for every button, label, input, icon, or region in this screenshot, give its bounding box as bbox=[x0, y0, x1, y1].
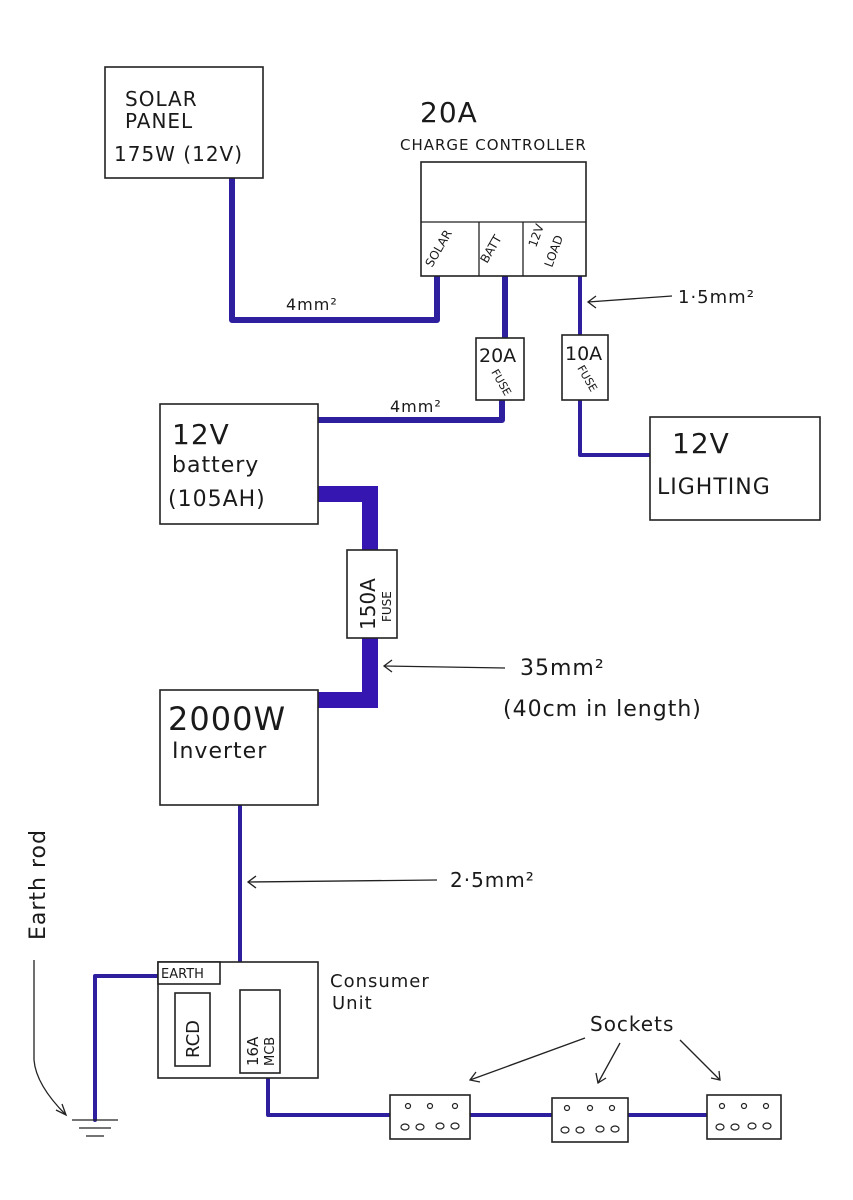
mcb-type-label: MCB bbox=[263, 1037, 278, 1066]
wire-solar-to-controller bbox=[229, 175, 440, 323]
battery-capacity: (105AH) bbox=[168, 487, 266, 512]
sockets-label: Sockets bbox=[590, 1012, 674, 1036]
fuse-20a: 20A FUSE bbox=[475, 337, 525, 401]
socket-3 bbox=[706, 1094, 782, 1140]
inverter-power: 2000W bbox=[168, 700, 286, 738]
fuse-10a: 10A FUSE bbox=[561, 334, 609, 401]
rcd-label: RCD bbox=[183, 1020, 204, 1058]
earth-rod-pointer bbox=[33, 960, 68, 1117]
wire-earth bbox=[93, 974, 160, 1122]
wire-batt-size-label: 4mm² bbox=[390, 397, 442, 416]
lighting-label: LIGHTING bbox=[657, 475, 771, 500]
fuse-150a-rating: 150A bbox=[356, 578, 380, 630]
inverter-label: Inverter bbox=[172, 739, 267, 764]
socket-2 bbox=[551, 1097, 629, 1143]
battery-voltage: 12V bbox=[172, 418, 230, 451]
consumer-unit-earth-label: EARTH bbox=[161, 967, 204, 982]
charge-controller-rating: 20A bbox=[420, 96, 478, 129]
wire-inverter-size-label: 35mm² bbox=[520, 656, 605, 681]
wire-mcb-to-sockets bbox=[266, 1073, 392, 1117]
battery-label: battery bbox=[172, 453, 259, 478]
fuse-10a-rating: 10A bbox=[565, 343, 602, 365]
socket-1 bbox=[389, 1094, 471, 1140]
fuse-150a: 150A FUSE bbox=[346, 549, 398, 639]
charge-controller-title: CHARGE CONTROLLER bbox=[400, 136, 587, 154]
consumer-unit-title-1: Consumer bbox=[330, 971, 430, 992]
ac-wire-pointer bbox=[246, 875, 438, 889]
wire-load-size-label: 1·5mm² bbox=[678, 287, 755, 308]
inverter-wire-pointer bbox=[382, 659, 506, 673]
load-wire-pointer bbox=[586, 295, 673, 309]
sockets-pointers bbox=[468, 1037, 721, 1085]
inverter: 2000W Inverter bbox=[159, 689, 319, 806]
mcb-rating-label: 16A bbox=[244, 1036, 262, 1066]
lighting: 12V LIGHTING bbox=[649, 416, 821, 521]
wire-main-fuse-to-inverter bbox=[318, 638, 378, 708]
consumer-unit: EARTH RCD 16A MCB bbox=[157, 961, 319, 1079]
solar-panel-label-1: SOLAR bbox=[125, 87, 198, 111]
solar-panel-label-2: PANEL bbox=[125, 109, 193, 133]
solar-panel-rating: 175W (12V) bbox=[114, 142, 243, 166]
solar-panel: SOLAR PANEL 175W (12V) bbox=[104, 66, 264, 179]
earth-ground-symbol bbox=[72, 1119, 118, 1137]
wire-inverter-length-label: (40cm in length) bbox=[503, 697, 702, 722]
wire-solar-size-label: 4mm² bbox=[286, 295, 338, 314]
wire-load-fuse-to-lighting bbox=[578, 398, 652, 457]
wire-battery-to-main-fuse bbox=[318, 486, 378, 550]
fuse-20a-rating: 20A bbox=[479, 345, 516, 367]
battery: 12V battery (105AH) bbox=[159, 403, 319, 525]
lighting-voltage: 12V bbox=[672, 427, 730, 460]
charge-controller: 20A CHARGE CONTROLLER SOLAR BATT 12V LOA… bbox=[400, 96, 587, 277]
fuse-150a-word: FUSE bbox=[380, 591, 394, 622]
earth-rod-label: Earth rod bbox=[26, 829, 51, 940]
wire-batt-fuse-to-battery bbox=[315, 397, 505, 423]
wire-ac-size-label: 2·5mm² bbox=[450, 868, 535, 892]
consumer-unit-title-2: Unit bbox=[332, 993, 373, 1014]
